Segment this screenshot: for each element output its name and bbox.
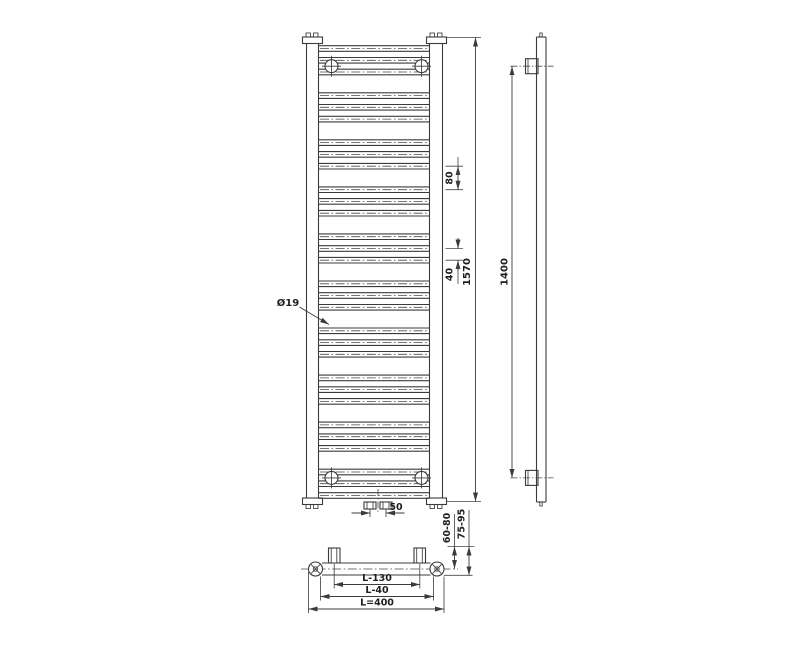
group-gap-label: 80 bbox=[445, 171, 456, 185]
side-bracket-top bbox=[510, 58, 554, 75]
dim-overall-width: L=400 bbox=[308, 572, 445, 613]
left-collector bbox=[305, 43, 320, 498]
dim-tube-pitch: 40 bbox=[445, 238, 463, 284]
overall-height-label: 1570 bbox=[462, 258, 473, 286]
valve-spacing-label: 50 bbox=[389, 502, 403, 513]
dim-collector-spacing: L-40 bbox=[320, 576, 434, 601]
front-view bbox=[301, 32, 448, 513]
dim-bracket-width: L-130 bbox=[333, 564, 421, 589]
collector-spacing-label: L-40 bbox=[365, 585, 389, 596]
left-collector-top bbox=[307, 561, 324, 577]
dim-valve-spacing: 50 bbox=[351, 502, 405, 517]
top-view bbox=[301, 547, 458, 577]
bottom-caps bbox=[301, 497, 448, 510]
wall-to-face-label: 75-95 bbox=[457, 509, 468, 539]
mounting-points bbox=[321, 55, 432, 489]
side-bracket-bottom bbox=[510, 469, 554, 486]
bottom-vent-tick bbox=[539, 501, 543, 507]
right-collector-top bbox=[429, 561, 445, 577]
bracket-height-label: 1400 bbox=[500, 258, 511, 286]
dim-tube-diameter: Ø19 bbox=[277, 297, 330, 325]
tube-pitch-label: 40 bbox=[445, 268, 456, 282]
tube-diameter-label: Ø19 bbox=[277, 297, 299, 309]
tube-rungs bbox=[317, 45, 431, 499]
side-view bbox=[510, 32, 554, 507]
dim-overall-height: 1570 bbox=[446, 37, 481, 502]
dim-bracket-height: 1400 bbox=[500, 66, 515, 478]
top-caps bbox=[301, 32, 448, 45]
overall-width-label: L=400 bbox=[360, 598, 394, 609]
right-collector bbox=[428, 43, 444, 498]
bracket-width-label: L-130 bbox=[362, 573, 392, 584]
top-vent-tick bbox=[539, 32, 543, 38]
dim-group-gap: 80 bbox=[445, 157, 463, 191]
plan-bracket-right bbox=[413, 547, 427, 564]
bottom-connections bbox=[363, 489, 393, 513]
plan-bracket-left bbox=[327, 547, 341, 564]
wall-to-center-label: 60-80 bbox=[442, 512, 453, 543]
dim-wall-distances: 60-80 75-95 bbox=[442, 509, 475, 576]
